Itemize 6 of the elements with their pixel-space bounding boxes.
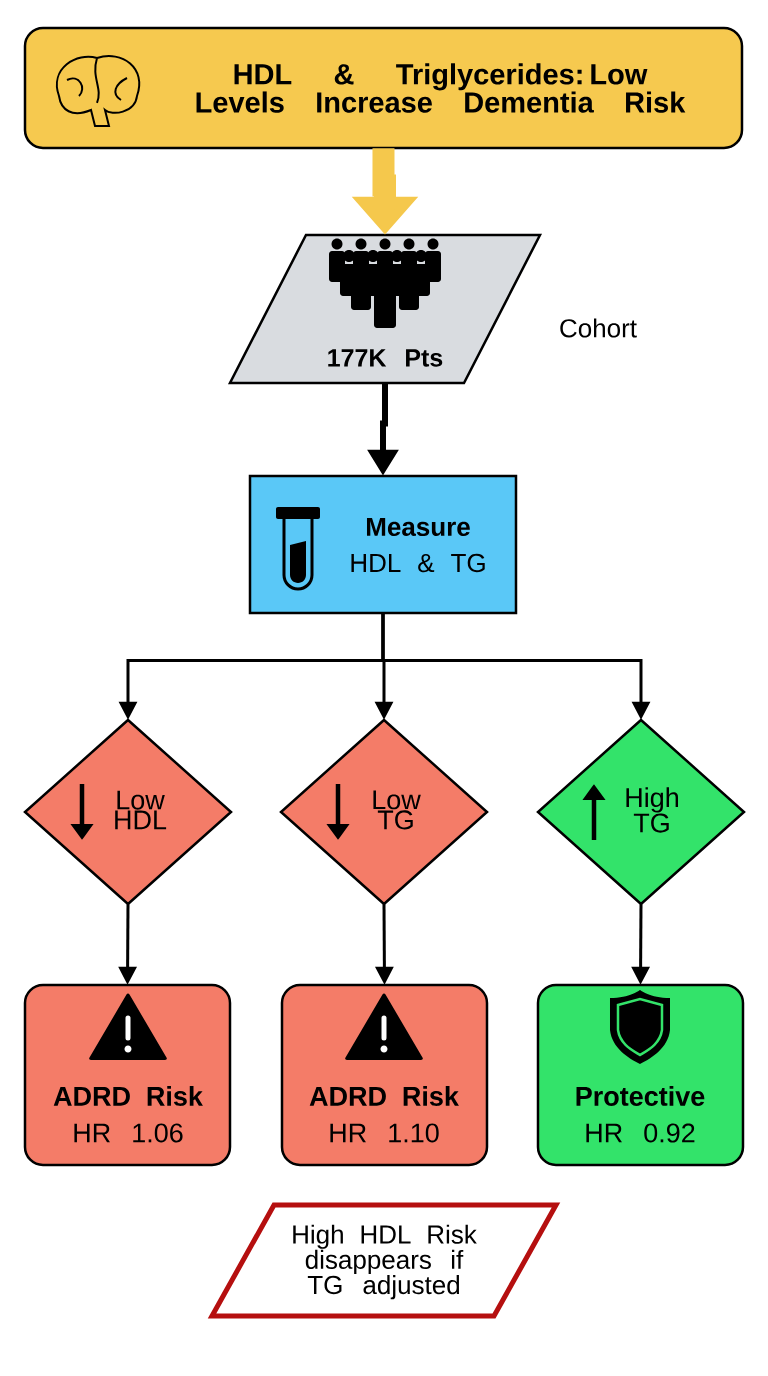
- result-box: ADRD Risk HR 1.10: [280, 983, 489, 1167]
- process-box: Measure HDL & TG: [248, 474, 518, 615]
- result-box: Protective HR 0.92: [536, 983, 745, 1167]
- result-box: ADRD Risk HR 1.06: [23, 983, 232, 1167]
- side-note: Cohort: [560, 318, 637, 338]
- title-box: HDL & Triglycerides: Low Levels Increase Dementia Risk: [23, 26, 744, 150]
